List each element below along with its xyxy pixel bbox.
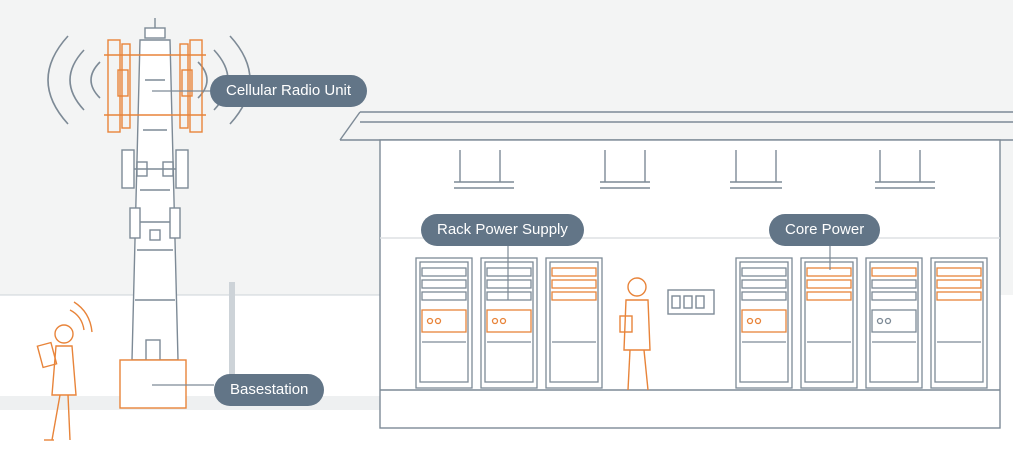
engineer-person-icon <box>619 277 651 391</box>
callout-rack-power-supply: Rack Power Supply <box>421 214 584 246</box>
basestation-cabinet <box>119 359 187 409</box>
server-rack-icon <box>865 257 923 389</box>
radio-waves-icon <box>47 35 251 125</box>
server-rack-icon <box>415 257 473 389</box>
server-rack-icon <box>800 257 858 389</box>
callout-leaders <box>152 90 831 386</box>
cellular-radio-unit-icon <box>104 39 206 133</box>
callout-core-power: Core Power <box>769 214 881 246</box>
person-with-phone-icon <box>36 301 93 441</box>
ceiling-light <box>875 150 935 189</box>
cell-tower-icon <box>119 18 189 409</box>
server-rack-icon <box>930 257 988 389</box>
ceiling-light <box>730 150 782 189</box>
server-rack-icon <box>480 257 538 389</box>
ceiling-light <box>600 150 650 189</box>
control-panel-icon <box>667 289 715 315</box>
callout-cellular-radio-unit: Cellular Radio Unit <box>210 75 368 107</box>
callout-basestation: Basestation <box>214 374 325 406</box>
server-rack-icon <box>545 257 603 389</box>
server-rack-icon <box>735 257 793 389</box>
ceiling-light <box>454 150 514 189</box>
